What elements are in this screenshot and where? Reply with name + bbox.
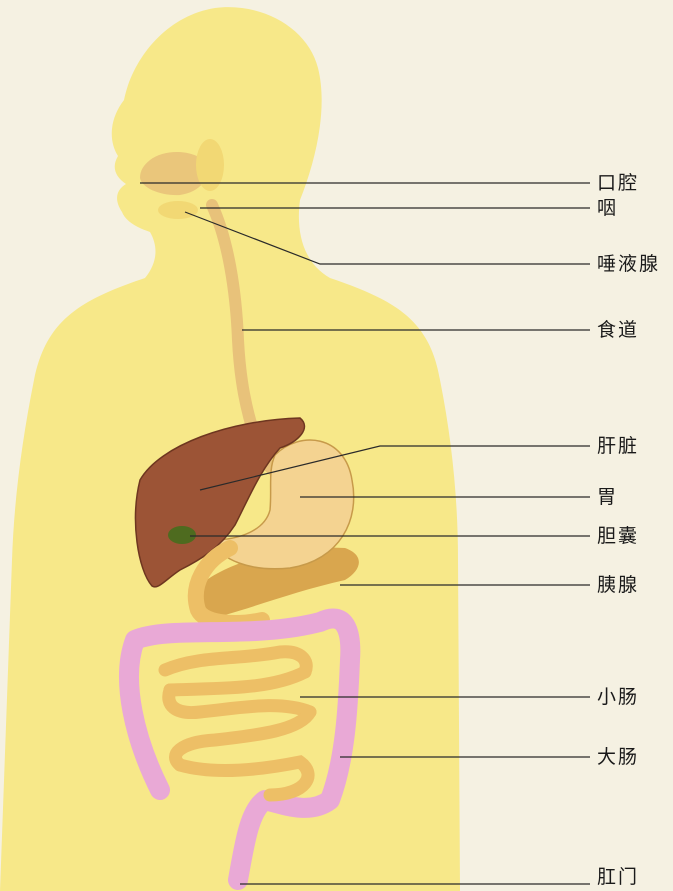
label-small-intestine: 小肠	[597, 686, 639, 708]
label-pharynx: 咽	[597, 197, 618, 219]
label-salivary-glands: 唾液腺	[597, 253, 660, 275]
label-mouth: 口腔	[597, 172, 639, 194]
label-stomach: 胃	[597, 486, 618, 508]
label-esophagus: 食道	[597, 319, 639, 341]
gallbladder-shape	[168, 526, 196, 544]
label-pancreas: 胰腺	[597, 574, 639, 596]
label-gallbladder: 胆囊	[597, 525, 639, 547]
label-anus: 肛门	[597, 866, 639, 888]
label-large-intestine: 大肠	[597, 746, 639, 768]
salivary-gland-lower	[158, 201, 198, 219]
label-liver: 肝脏	[597, 435, 639, 457]
